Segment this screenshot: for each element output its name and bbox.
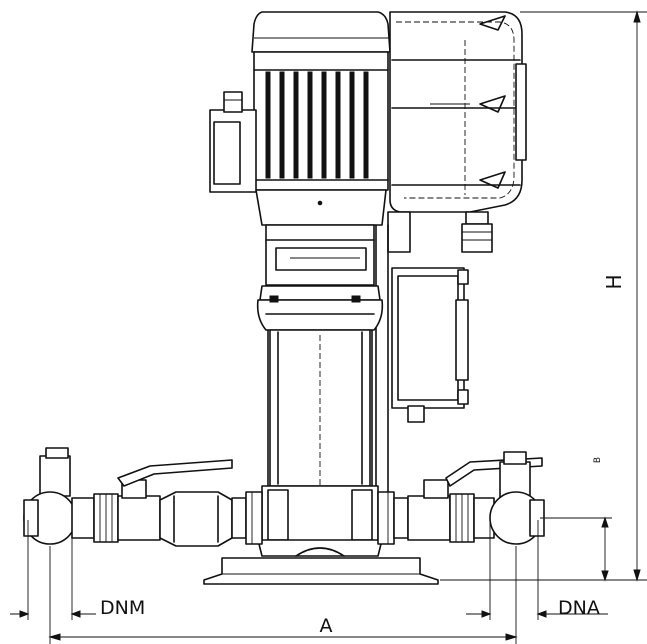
pump-column (267, 329, 373, 487)
dimension-label-dna: DNA (558, 597, 600, 619)
dimension-lines (10, 10, 647, 644)
dimension-label-b: B (593, 457, 603, 463)
support-bracket (375, 211, 469, 541)
inverter-housing (389, 11, 527, 253)
suction-piping (23, 447, 263, 547)
pump-base (203, 485, 439, 585)
dimension-label-a: A (320, 615, 333, 637)
discharge-piping (377, 451, 545, 545)
motor (209, 11, 391, 226)
dimension-label-h: H (602, 274, 626, 289)
pump-lantern (256, 224, 384, 331)
dimension-label-dnm: DNM (100, 597, 145, 619)
cooling-fins (265, 71, 369, 179)
